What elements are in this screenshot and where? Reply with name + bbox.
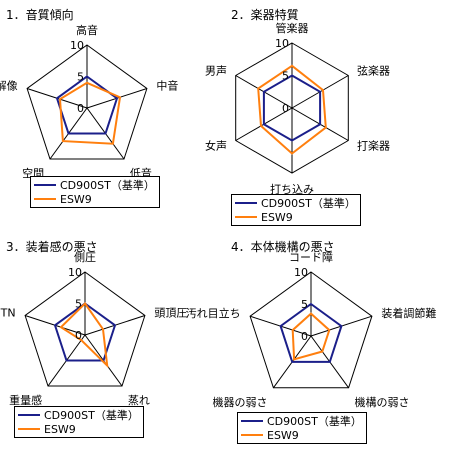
tick-label: 5 (301, 298, 308, 311)
tick-label: 0 (75, 329, 82, 342)
axis-label: 弦楽器 (357, 64, 390, 78)
series-esw9-line (58, 81, 122, 145)
axis-label: 男声 (205, 64, 227, 78)
chart-title: 4．本体機構の悪さ (231, 240, 335, 254)
legend-item-esw9: ESW9 (235, 210, 356, 224)
tick-label: 0 (282, 102, 289, 115)
axis-label: 装着調節難 (381, 306, 436, 320)
series-reference-line (279, 302, 343, 363)
axis-label: 高音 (76, 23, 98, 37)
chart-panel-2: 2．楽器特質 10 5 0 管楽器弦楽器打楽器打ち込み 女声 男声 CD900ST（基準）… (205, 0, 450, 232)
series-esw9-line (59, 301, 109, 369)
legend-swatch (241, 420, 263, 422)
tick-label: 10 (275, 37, 289, 50)
chart-panel-4: 4．本体機構の悪さ 10 5 0 コード障装着調節難機構の弱さ 機器の弱さ 汚れ目立ち C… (186, 232, 450, 464)
chart-title: 2．楽器特質 (231, 8, 299, 22)
series-reference-line (262, 74, 322, 142)
axis-label: コード障 (289, 250, 333, 264)
legend: CD900ST（基準） ESW9 (30, 176, 160, 208)
tick-label: 0 (301, 330, 308, 343)
legend-label: CD900ST（基準） (267, 415, 362, 428)
legend-label: CD900ST（基準） (60, 179, 155, 192)
axis-label: 重量感 (9, 393, 42, 407)
legend: CD900ST（基準） ESW9 (14, 406, 144, 438)
axis-label: 打楽器 (357, 139, 390, 153)
tick-label: 5 (75, 298, 82, 311)
grid-ring-10 (249, 271, 373, 389)
tick-label: 5 (282, 70, 289, 83)
legend-label: ESW9 (60, 192, 92, 206)
legend-item-esw9: ESW9 (34, 192, 155, 206)
legend-label: CD900ST（基準） (44, 409, 139, 422)
axis-label: 機構の弱さ (355, 395, 410, 409)
axis-label: 蒸れ (128, 394, 150, 407)
axis-label: 側圧 (74, 251, 96, 264)
grid-ring-10 (24, 271, 146, 387)
tick-label: 5 (77, 71, 84, 84)
axis-label: 管楽器 (276, 21, 309, 35)
legend: CD900ST（基準） ESW9 (237, 412, 367, 444)
tick-label: 10 (68, 266, 82, 279)
legend: CD900ST（基準） ESW9 (231, 194, 361, 226)
legend-item-esw9: ESW9 (18, 422, 139, 436)
grid-ring-10 (26, 44, 148, 160)
legend-item-reference: CD900ST（基準） (34, 178, 155, 192)
axis-label: 女声 (205, 139, 227, 153)
axis-label: 機器の弱さ (213, 395, 268, 409)
legend-label: ESW9 (267, 428, 299, 442)
series-esw9-line (257, 64, 327, 155)
series-reference-line (53, 302, 117, 362)
legend-swatch (18, 414, 40, 416)
axis-label: TN (0, 306, 16, 319)
legend-label: CD900ST（基準） (261, 197, 356, 210)
legend-item-reference: CD900ST（基準） (235, 196, 356, 210)
legend-label: ESW9 (261, 210, 293, 224)
tick-label: 10 (70, 39, 84, 52)
legend-item-esw9: ESW9 (241, 428, 362, 442)
axis-label: 打ち込み (270, 182, 314, 196)
legend-item-reference: CD900ST（基準） (241, 414, 362, 428)
axis-label: 頭頂圧 (154, 306, 187, 319)
axis-label: 汚れ目立ち (186, 306, 241, 320)
legend-label: ESW9 (44, 422, 76, 436)
legend-swatch (34, 184, 56, 186)
tick-label: 0 (77, 102, 84, 115)
chart-title: 1．音質傾向 (6, 8, 74, 22)
legend-swatch (235, 216, 257, 218)
legend-swatch (18, 428, 40, 430)
tick-label: 10 (294, 266, 308, 279)
chart-title: 3．装着感の悪さ (6, 240, 98, 254)
legend-swatch (241, 434, 263, 436)
legend-item-reference: CD900ST（基準） (18, 408, 139, 422)
axis-label: 解像 (0, 78, 18, 92)
legend-swatch (235, 202, 257, 204)
axis-label: 中音 (156, 78, 178, 92)
legend-swatch (34, 198, 56, 200)
series-esw9-line (291, 312, 331, 361)
chart-panel-3: 3．装着感の悪さ 10 5 0 側圧頭頂圧蒸れ 重量感 TN CD900ST（基準） ES… (0, 232, 225, 464)
